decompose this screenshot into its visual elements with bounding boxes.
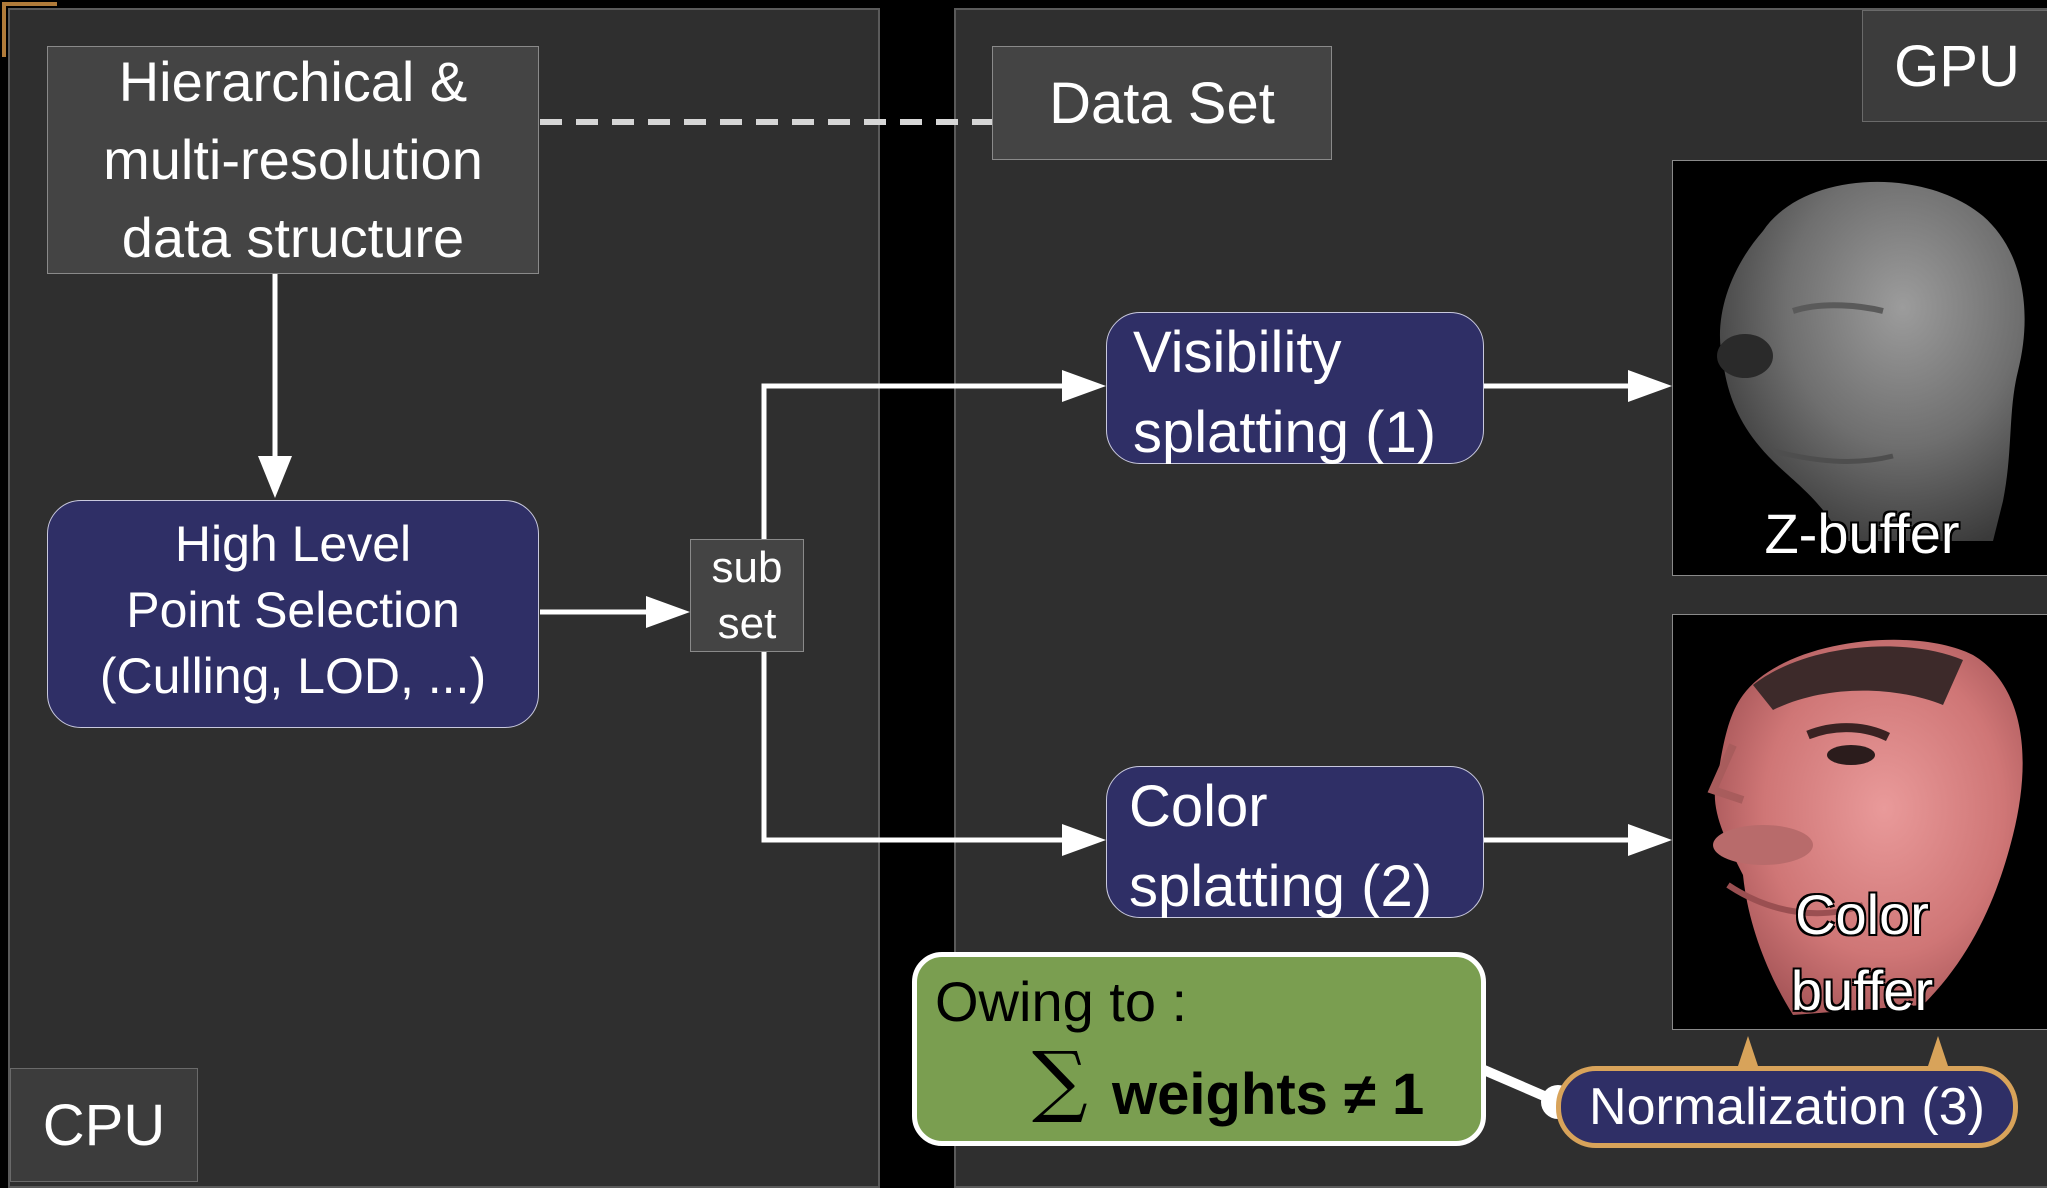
color-splatting-box: Color splatting (2) <box>1106 766 1484 919</box>
arrowhead-subset <box>646 596 690 628</box>
branch-to-visibility <box>761 383 1062 540</box>
data-set-box: Data Set <box>992 46 1332 160</box>
z-buffer-image: Z-buffer <box>1672 160 2047 576</box>
normalization-arrow-left <box>1738 1036 1758 1066</box>
gpu-label: GPU <box>1862 10 2047 122</box>
color-buffer-caption: Color buffer <box>1790 883 1934 1022</box>
z-buffer-caption: Z-buffer <box>1764 502 1960 565</box>
depth-head-illustration <box>1717 181 2025 541</box>
color-buffer-image: Color buffer <box>1672 614 2047 1030</box>
arrowhead-colorbuffer <box>1628 824 1672 856</box>
data-structure-box: Hierarchical & multi-resolution data str… <box>47 46 539 274</box>
cpu-panel-corner-accent <box>2 2 57 57</box>
note-line-2: weights ≠ 1 <box>1112 1062 1425 1127</box>
weights-note: Owing to : ∑ weights ≠ 1 <box>912 952 1486 1146</box>
subset-box: sub set <box>690 539 804 652</box>
cpu-label: CPU <box>10 1068 198 1182</box>
normalization-box: Normalization (3) <box>1556 1066 2018 1148</box>
sum-symbol: ∑ <box>1032 1036 1088 1126</box>
note-line-1: Owing to : <box>935 970 1188 1033</box>
arrowhead-visibility <box>1062 370 1106 402</box>
branch-to-color <box>761 652 1062 843</box>
arrowhead-zbuffer <box>1628 370 1672 402</box>
point-selection-box: High Level Point Selection (Culling, LOD… <box>47 500 539 728</box>
arrowhead-selection <box>258 456 292 498</box>
normalization-arrow-right <box>1928 1036 1948 1066</box>
face-color-illustration <box>1707 639 2023 1015</box>
visibility-splatting-box: Visibility splatting (1) <box>1106 312 1484 465</box>
arrowhead-color <box>1062 824 1106 856</box>
